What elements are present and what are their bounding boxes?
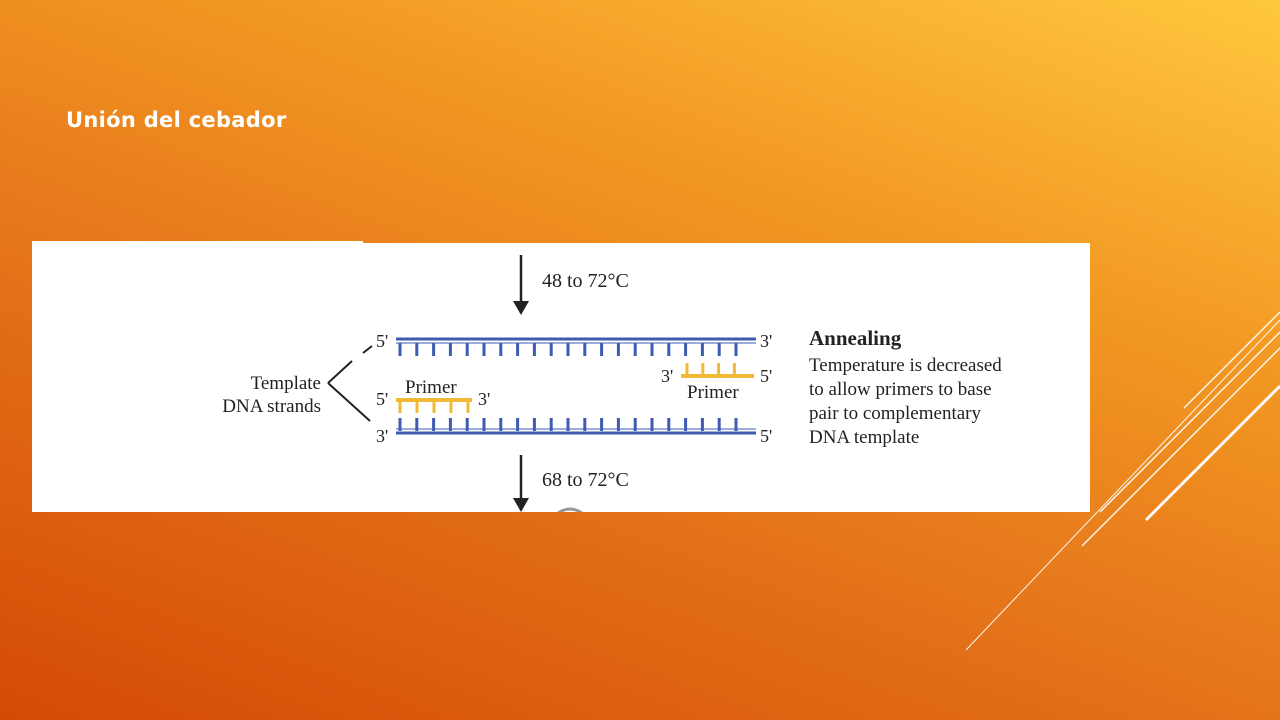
bottom-strand-5prime: 5' <box>760 426 772 446</box>
down-arrow-top <box>513 255 529 315</box>
primer-left-5prime: 5' <box>376 389 388 409</box>
bottom-strand-3prime: 3' <box>376 426 388 446</box>
step-desc-line1: Temperature is decreased <box>809 355 1002 376</box>
primer-left-3prime: 3' <box>478 389 490 409</box>
slide-title: Unión del cebador <box>66 108 287 132</box>
primer-left-label: Primer <box>405 377 457 398</box>
primer-left <box>396 398 472 413</box>
top-strand-5prime: 5' <box>376 331 388 351</box>
template-label-line1: Template <box>251 373 321 394</box>
primer-right-label: Primer <box>687 382 739 403</box>
annealing-diagram-svg: 48 to 72°C Template DNA strands 5' 3' 3'… <box>222 255 1002 515</box>
annealing-diagram: 48 to 72°C Template DNA strands 5' 3' 3'… <box>32 243 1090 515</box>
step-desc-line4: DNA template <box>809 427 919 448</box>
top-template-strand <box>396 337 756 356</box>
temp-top-label: 48 to 72°C <box>542 270 629 292</box>
cropped-next-shape <box>557 507 583 515</box>
step-desc-line3: pair to complementary <box>809 403 981 424</box>
template-label-line2: DNA strands <box>222 396 321 417</box>
top-strand-3prime: 3' <box>760 331 772 351</box>
step-desc-line2: to allow primers to base <box>809 379 992 400</box>
template-bracket <box>327 345 373 422</box>
primer-right <box>681 363 754 378</box>
bottom-template-strand <box>396 418 756 435</box>
temp-bottom-label: 68 to 72°C <box>542 469 629 491</box>
primer-right-5prime: 5' <box>760 366 772 386</box>
step-title: Annealing <box>809 326 902 350</box>
primer-right-3prime: 3' <box>661 366 673 386</box>
down-arrow-bottom <box>513 455 529 512</box>
